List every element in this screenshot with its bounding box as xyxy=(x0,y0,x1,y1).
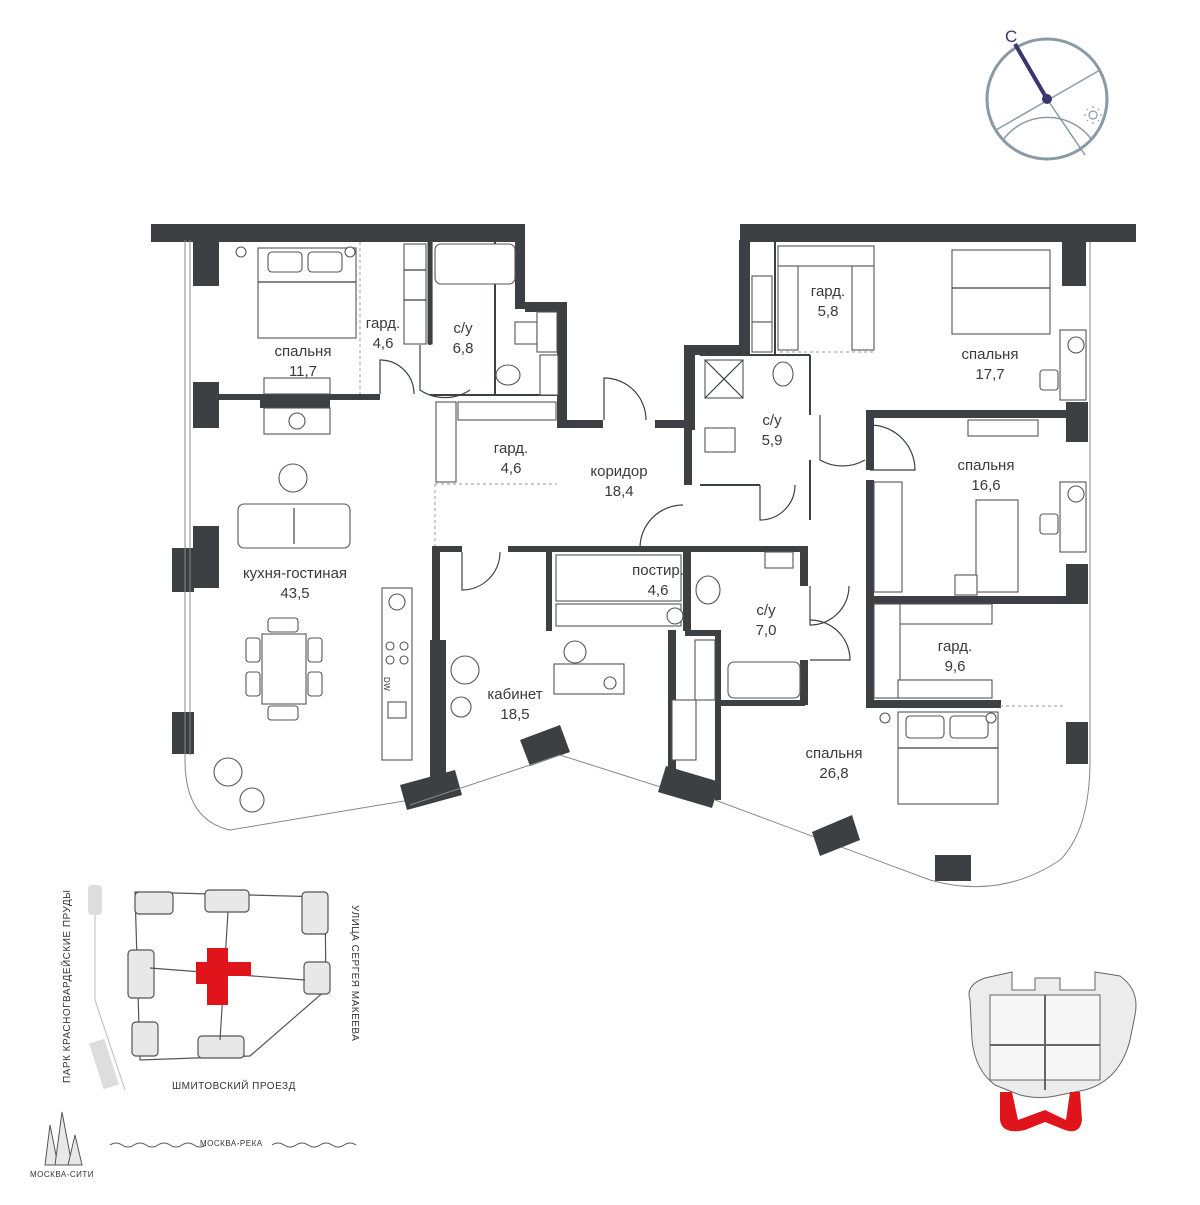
room-name: с/у xyxy=(756,602,775,619)
room-name: гард. xyxy=(366,315,400,332)
sun-icon xyxy=(1084,106,1102,124)
river-label: МОСКВА-РЕКА xyxy=(200,1139,263,1148)
room-name: кухня-гостиная xyxy=(243,565,347,582)
park-label: ПАРК КРАСНОГВАРДЕЙСКИЕ ПРУДЫ xyxy=(62,889,73,1083)
room-area: 18,4 xyxy=(590,482,647,502)
room-area: 26,8 xyxy=(806,764,863,784)
room-label-bedroom-4: спальня 26,8 xyxy=(806,744,863,784)
room-area: 16,6 xyxy=(958,476,1015,496)
street-label: УЛИЦА СЕРГЕЯ МАКЕЕВА xyxy=(349,905,360,1041)
room-area: 5,8 xyxy=(811,302,845,322)
room-name: спальня xyxy=(275,343,332,360)
room-area: 7,0 xyxy=(756,621,777,641)
room-name: кабинет xyxy=(487,686,542,703)
furniture xyxy=(214,244,1086,812)
room-area: 9,6 xyxy=(938,657,972,677)
room-name: постир. xyxy=(632,562,684,579)
room-label-laundry: постир. 4,6 xyxy=(632,561,684,601)
room-label-wardrobe-4: гард. 9,6 xyxy=(938,637,972,677)
room-label-corridor: коридор 18,4 xyxy=(590,462,647,502)
room-label-bathroom-3: с/у 7,0 xyxy=(756,601,777,641)
building-location-marker xyxy=(196,948,251,1005)
room-area: 4,6 xyxy=(632,581,684,601)
city-label: МОСКВА-СИТИ xyxy=(30,1170,94,1179)
room-name: гард. xyxy=(494,440,528,457)
room-name: спальня xyxy=(806,745,863,762)
passage-label: ШМИТОВСКИЙ ПРОЕЗД xyxy=(172,1081,296,1092)
room-area: 18,5 xyxy=(487,705,542,725)
room-label-wardrobe-2: гард. 4,6 xyxy=(494,439,528,479)
moscow-city-icon xyxy=(45,1112,82,1165)
room-label-study: кабинет 18,5 xyxy=(487,685,542,725)
room-name: коридор xyxy=(590,463,647,480)
room-area: 17,7 xyxy=(962,365,1019,385)
room-label-bedroom-3: спальня 16,6 xyxy=(958,456,1015,496)
room-name: гард. xyxy=(811,283,845,300)
room-label-bathroom-1: с/у 6,8 xyxy=(453,319,474,359)
room-label-bedroom-1: спальня 11,7 xyxy=(275,342,332,382)
room-name: с/у xyxy=(762,412,781,429)
room-label-bedroom-2: спальня 17,7 xyxy=(962,345,1019,385)
site-plan xyxy=(88,885,330,1090)
key-plan xyxy=(969,972,1136,1131)
room-area: 5,9 xyxy=(762,431,783,451)
room-label-bathroom-2: с/у 5,9 xyxy=(762,411,783,451)
room-name: гард. xyxy=(938,638,972,655)
room-label-kitchen-living: кухня-гостиная 43,5 xyxy=(243,564,347,604)
room-name: с/у xyxy=(453,320,472,337)
room-label-wardrobe-1: гард. 4,6 xyxy=(366,314,400,354)
dishwasher-label: DW xyxy=(382,677,391,691)
room-area: 6,8 xyxy=(453,339,474,359)
room-name: спальня xyxy=(962,346,1019,363)
room-area: 4,6 xyxy=(494,459,528,479)
room-name: спальня xyxy=(958,457,1015,474)
room-area: 4,6 xyxy=(366,334,400,354)
compass-rose-icon xyxy=(987,39,1107,159)
room-label-wardrobe-3: гард. 5,8 xyxy=(811,282,845,322)
room-area: 43,5 xyxy=(243,584,347,604)
north-letter: С xyxy=(1005,27,1017,46)
room-area: 11,7 xyxy=(275,362,332,382)
